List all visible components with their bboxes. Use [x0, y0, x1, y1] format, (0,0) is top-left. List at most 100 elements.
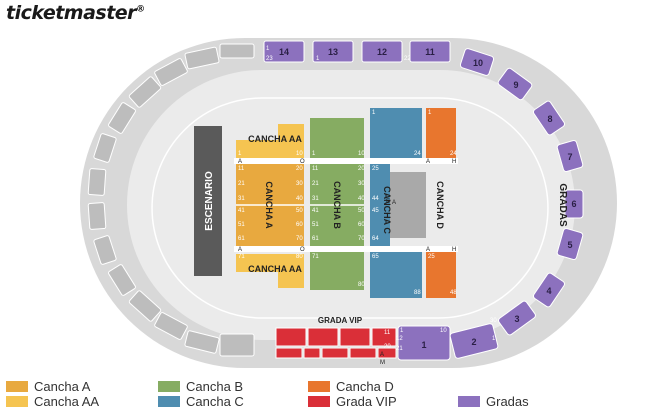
row-marker: A [238, 247, 242, 253]
cancha-aa-bottom[interactable] [236, 254, 304, 272]
seat-number: 71 [238, 254, 245, 260]
legend-item-gradas[interactable]: Gradas [458, 393, 529, 409]
grada-section-6[interactable] [564, 189, 584, 219]
grada-section-3[interactable] [497, 300, 536, 336]
legend-item-cancha-c[interactable]: Cancha C [158, 393, 244, 409]
cancha-c-top[interactable] [370, 108, 422, 158]
outer-block [154, 58, 188, 86]
legend-swatch [6, 395, 28, 407]
cancha-d-center [390, 172, 426, 238]
cancha-d-label: CANCHA D [435, 181, 445, 229]
seat-number: 11 [312, 166, 319, 172]
vip-block[interactable] [321, 347, 349, 359]
grada-number: 6 [571, 199, 576, 209]
seat-number: 1 [266, 46, 270, 52]
seat-number: 24 [414, 151, 421, 157]
grada-number: 12 [377, 47, 387, 57]
legend-label: Grada VIP [336, 393, 397, 409]
seat-number: 1 [238, 151, 242, 157]
outer-block [154, 312, 188, 340]
seat-number: 60 [296, 222, 303, 228]
cancha-b-top[interactable] [310, 118, 364, 158]
row-marker: H [452, 247, 456, 253]
seat-number: 64 [372, 236, 379, 242]
seat-number: 50 [358, 208, 365, 214]
legend-item-cancha-d[interactable]: Cancha D [308, 378, 394, 394]
grada-section-12[interactable] [361, 40, 403, 63]
grada-section-7[interactable] [556, 139, 584, 173]
seat-number: 1 [316, 56, 320, 62]
legend-label: Cancha C [186, 393, 244, 409]
grada-section-1[interactable] [397, 325, 451, 361]
seat-number: 11 [238, 166, 245, 172]
grada-section-5[interactable] [556, 227, 584, 261]
row-marker: A [426, 159, 430, 165]
cancha-a-label: CANCHA A [264, 181, 274, 229]
registered-mark: ® [136, 4, 145, 15]
grada-section-10[interactable] [459, 48, 495, 76]
grada-vip-label: GRADA VIP [318, 316, 363, 325]
cancha-aa-bottom-tail[interactable] [278, 270, 304, 288]
cancha-aa-label-bottom: CANCHA AA [248, 264, 302, 274]
grada-number: 3 [514, 314, 519, 324]
seat-number: 10 [440, 328, 447, 334]
row-marker: H [452, 159, 456, 165]
seat-number: 65 [372, 254, 379, 260]
legend-label: Cancha AA [34, 393, 100, 409]
stage-label: ESCENARIO [204, 171, 215, 231]
vip-block[interactable] [377, 347, 397, 359]
grada-number: 2 [471, 337, 476, 347]
grada-number: 11 [425, 47, 435, 57]
cancha-d-top[interactable] [426, 108, 456, 158]
grada-section-9[interactable] [497, 67, 533, 101]
vip-block[interactable] [303, 347, 321, 359]
seat-number: 31 [238, 196, 245, 202]
outer-block [128, 76, 162, 108]
grada-section-2[interactable] [449, 323, 499, 359]
vip-block[interactable] [307, 327, 339, 347]
vip-block[interactable] [339, 327, 371, 347]
seat-number: 51 [238, 222, 245, 228]
legend-item-cancha-b[interactable]: Cancha B [158, 378, 243, 394]
row-separators [234, 158, 458, 252]
seat-number: 20 [296, 166, 303, 172]
cancha-d-bottom[interactable] [426, 250, 456, 298]
vip-block[interactable] [275, 327, 307, 347]
grada-number: 7 [567, 152, 572, 162]
seat-number: 80 [296, 254, 303, 260]
gradas-label: GRADAS [557, 183, 568, 227]
legend-label: Cancha B [186, 378, 244, 394]
cancha-b-bottom[interactable] [310, 252, 364, 290]
grada-section-4[interactable] [532, 272, 566, 308]
cancha-aa-top[interactable] [236, 140, 304, 158]
seat-number: 41 [312, 208, 319, 214]
seat-number: 40 [358, 196, 365, 202]
legend-swatch [308, 380, 330, 392]
outer-block [184, 330, 220, 354]
row-marker: E [386, 199, 390, 205]
seat-number: 21 [396, 346, 403, 352]
legend-item-cancha-a[interactable]: Cancha A [6, 378, 90, 394]
separator-bottom [234, 246, 458, 252]
grada-vip[interactable] [275, 327, 397, 359]
legend-item-grada-vip[interactable]: Grada VIP [308, 393, 397, 409]
cancha-b-label: CANCHA B [332, 181, 342, 229]
seat-number: 30 [296, 181, 303, 187]
seat-number: 21 [238, 181, 245, 187]
legend-swatch [6, 380, 28, 392]
legend: Cancha A Cancha AA Cancha B Cancha C Can… [0, 376, 670, 410]
grada-section-8[interactable] [532, 100, 566, 136]
vip-block[interactable] [371, 327, 397, 347]
cancha-c-bottom[interactable] [370, 250, 422, 298]
grada-section-11-top[interactable] [409, 40, 451, 63]
seat-number: 24 [450, 151, 457, 157]
grada-section-13[interactable] [312, 40, 354, 63]
vip-block[interactable] [275, 347, 303, 359]
grada-section-14[interactable] [263, 40, 305, 63]
legend-swatch [158, 380, 180, 392]
vip-block[interactable] [349, 347, 377, 359]
legend-item-cancha-aa[interactable]: Cancha AA [6, 393, 99, 409]
cancha-aa-top-tail[interactable] [278, 124, 304, 142]
cancha-c-mid[interactable] [370, 164, 390, 246]
seat-number: 61 [312, 236, 319, 242]
